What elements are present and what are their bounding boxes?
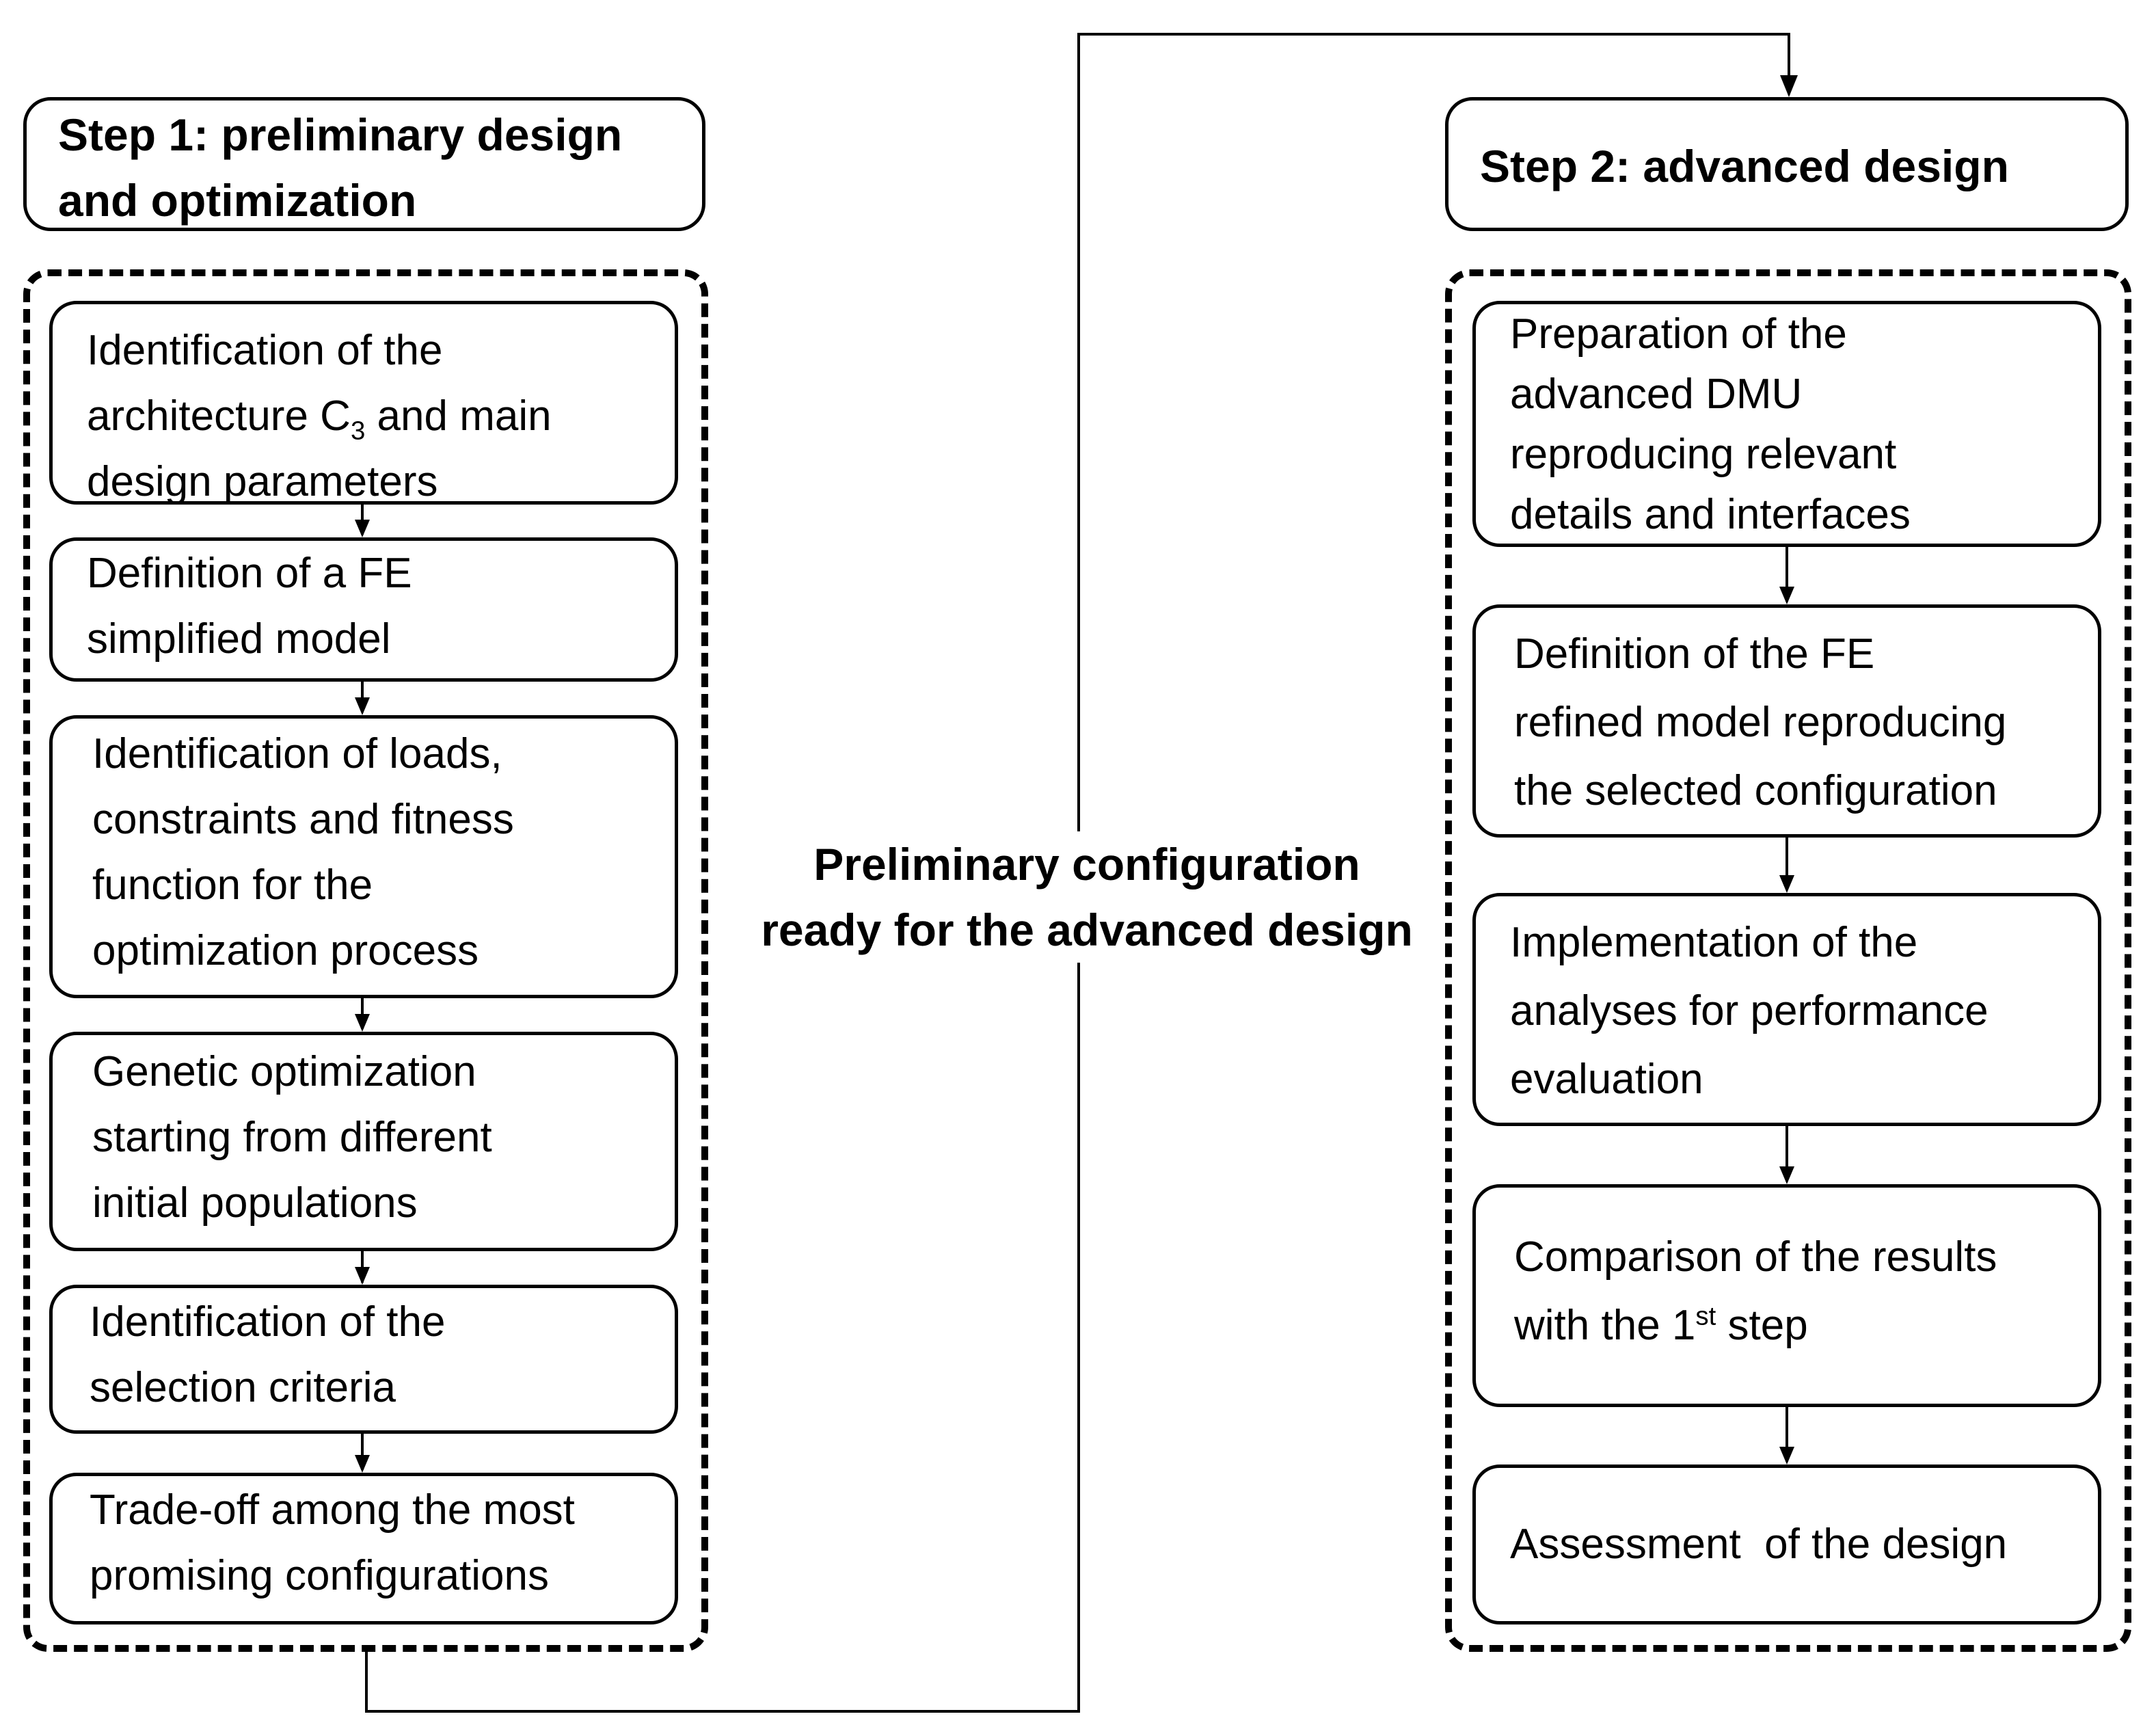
step2-group: [1445, 269, 2131, 1652]
step-text-line: Identification of loads,: [92, 730, 502, 777]
step1-box-loads: Identification of loads, constraints and…: [49, 715, 678, 998]
arrowhead-icon: [1780, 75, 1798, 97]
step1-title-line2: and optimization: [58, 175, 417, 226]
arrowhead-icon: [355, 1014, 370, 1032]
step-text-line: Definition of a FE: [87, 550, 412, 597]
step-text-line: advanced DMU: [1510, 371, 1803, 418]
step-text-line: initial populations: [92, 1179, 418, 1227]
step-text-line: Identification of the: [87, 327, 443, 374]
step-text-line: Identification of the: [90, 1298, 446, 1346]
arrowhead-icon: [1779, 875, 1794, 893]
step-text-line: simplified model: [87, 615, 391, 663]
step2-box-assessment: Assessment of the design: [1472, 1465, 2101, 1624]
arrowhead-icon: [1779, 1166, 1794, 1184]
step1-box-selection: Identification of the selection criteria: [49, 1285, 678, 1434]
step-text-line: function for the: [92, 861, 373, 909]
connector-label: Preliminary configuration ready for the …: [759, 831, 1415, 963]
step-text-line: promising configurations: [90, 1552, 550, 1599]
step1-box-tradeoff: Trade-off among the most promising confi…: [49, 1473, 678, 1624]
step-text-line: with the 1st step: [1514, 1301, 1808, 1349]
step-text-line: Genetic optimization: [92, 1048, 476, 1095]
step2-box-dmu: Preparation of the advanced DMU reproduc…: [1472, 301, 2101, 547]
step-text-line: optimization process: [92, 927, 479, 974]
step-text-line: selection criteria: [90, 1364, 396, 1411]
arrowhead-icon: [355, 1267, 370, 1285]
step-text-line: Assessment of the design: [1510, 1521, 2008, 1568]
step1-header: Step 1: preliminary design and optimizat…: [23, 97, 705, 231]
step-text-line: details and interfaces: [1510, 491, 1911, 538]
step-text-line: the selected configuration: [1514, 767, 1997, 814]
connector-label-line1: Preliminary configuration: [813, 839, 1360, 890]
step1-box-fe-model: Definition of a FE simplified model: [49, 537, 678, 682]
arrowhead-icon: [1779, 1447, 1794, 1465]
step1-title-line1: Step 1: preliminary design: [58, 109, 623, 160]
step-text-line: refined model reproducing: [1514, 699, 2007, 746]
step-text-line: Preparation of the: [1510, 310, 1847, 358]
arrowhead-icon: [355, 1455, 370, 1473]
step-text-line: reproducing relevant: [1510, 431, 1897, 478]
step1-box-architecture: Identification of the architecture C3 an…: [49, 301, 678, 505]
step-text-line: Trade-off among the most: [90, 1486, 575, 1534]
step2-box-analyses: Implementation of the analyses for perfo…: [1472, 893, 2101, 1126]
step1-group: [23, 269, 708, 1652]
step-text-line: Implementation of the: [1510, 919, 1918, 966]
step-text-line: design parameters: [87, 458, 438, 505]
step-text-line: Comparison of the results: [1514, 1233, 1997, 1281]
arrowhead-icon: [355, 520, 370, 537]
step-text-line: architecture C3 and main: [87, 392, 552, 446]
step-text-line: starting from different: [92, 1114, 492, 1161]
arrowhead-icon: [1779, 587, 1794, 604]
step-text-line: Definition of the FE: [1514, 630, 1875, 678]
step-text-line: evaluation: [1510, 1056, 1703, 1103]
step2-box-comparison: Comparison of the results with the 1st s…: [1472, 1184, 2101, 1407]
step2-box-fe-refined: Definition of the FE refined model repro…: [1472, 604, 2101, 838]
step1-box-genetic: Genetic optimization starting from diffe…: [49, 1032, 678, 1251]
step2-title: Step 2: advanced design: [1480, 141, 2009, 191]
step-text-line: constraints and fitness: [92, 796, 514, 843]
connector-label-line2: ready for the advanced design: [761, 905, 1413, 955]
step-text-line: analyses for performance: [1510, 987, 1989, 1034]
arrowhead-icon: [355, 697, 370, 715]
step2-header: Step 2: advanced design: [1445, 97, 2129, 231]
